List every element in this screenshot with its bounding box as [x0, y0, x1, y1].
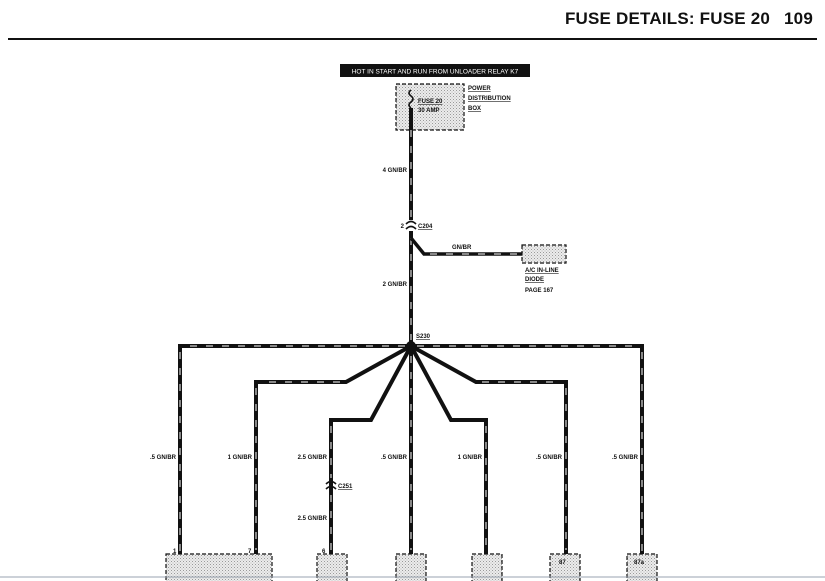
ac-inline-diode: A/C IN-LINE DIODE PAGE 167 [521, 244, 567, 294]
power-distribution-box: FUSE 20 30 AMP POWER DISTRIBUTION BOX [395, 83, 511, 131]
pdb-label-line1: POWER [468, 86, 491, 92]
pdb-label-line3: BOX [468, 106, 481, 112]
branch-wire-label-5: 1 GN/BR [458, 455, 483, 461]
branch-wire-label-4: .5 GN/BR [381, 455, 408, 461]
branch-wire-label-2: 1 GN/BR [228, 455, 253, 461]
branch-wire-label-7: .5 GN/BR [612, 455, 639, 461]
connector-c251: C251 2.5 GN/BR [298, 480, 353, 522]
splice-dot-icon [406, 341, 416, 351]
page-title: FUSE DETAILS: FUSE 20 109 [565, 9, 813, 29]
bottom-components: 1 7 6 87 87a [165, 549, 658, 581]
connector-c204: 2 C204 [401, 220, 433, 230]
pin-label-87: 87 [559, 560, 566, 566]
main-wire: 4 GN/BR [383, 108, 413, 220]
pin-label-87a: 87a [634, 560, 645, 566]
branch-wire-label: GN/BR [452, 245, 472, 251]
source-banner-text: HOT IN START AND RUN FROM UNLOADER RELAY… [352, 69, 519, 76]
wire-label-main: 4 GN/BR [383, 168, 408, 174]
wire-label-splice-in: 2 GN/BR [383, 282, 408, 288]
c251-lower-wire-label: 2.5 GN/BR [298, 516, 328, 522]
fuse-rating: 30 AMP [418, 108, 439, 114]
source-banner: HOT IN START AND RUN FROM UNLOADER RELAY… [340, 64, 530, 77]
splice-name: S230 [416, 334, 431, 340]
header-rule [8, 38, 817, 40]
branch-wire-label-6: .5 GN/BR [536, 455, 563, 461]
pin-label-1: 1 [173, 549, 177, 555]
c204-name: C204 [418, 224, 433, 230]
page-header: FUSE DETAILS: FUSE 20 109 [0, 0, 825, 40]
branch-wires [178, 341, 644, 560]
splice-feed-wire: GN/BR 2 GN/BR [383, 231, 522, 346]
branch-wire-labels: .5 GN/BR 1 GN/BR 2.5 GN/BR .5 GN/BR 1 GN… [150, 455, 639, 461]
page-number: 109 [784, 9, 813, 28]
fuse-symbol-icon [408, 89, 414, 109]
c204-pin: 2 [401, 224, 405, 230]
branch-wire-label-1: .5 GN/BR [150, 455, 177, 461]
splice-s230: S230 [416, 334, 431, 340]
pdb-label-line2: DISTRIBUTION [468, 96, 511, 102]
diode-page-ref: PAGE 167 [525, 288, 554, 294]
pin-label-6: 6 [322, 549, 326, 555]
branch-wire-label-3: 2.5 GN/BR [298, 455, 328, 461]
c251-name: C251 [338, 484, 353, 490]
diode-label-line1: A/C IN-LINE [525, 268, 559, 274]
fuse-name: FUSE 20 [418, 99, 443, 105]
diode-label-line2: DIODE [525, 277, 544, 283]
pin-label-7: 7 [248, 549, 252, 555]
title-text: FUSE DETAILS: FUSE 20 [564, 9, 771, 28]
